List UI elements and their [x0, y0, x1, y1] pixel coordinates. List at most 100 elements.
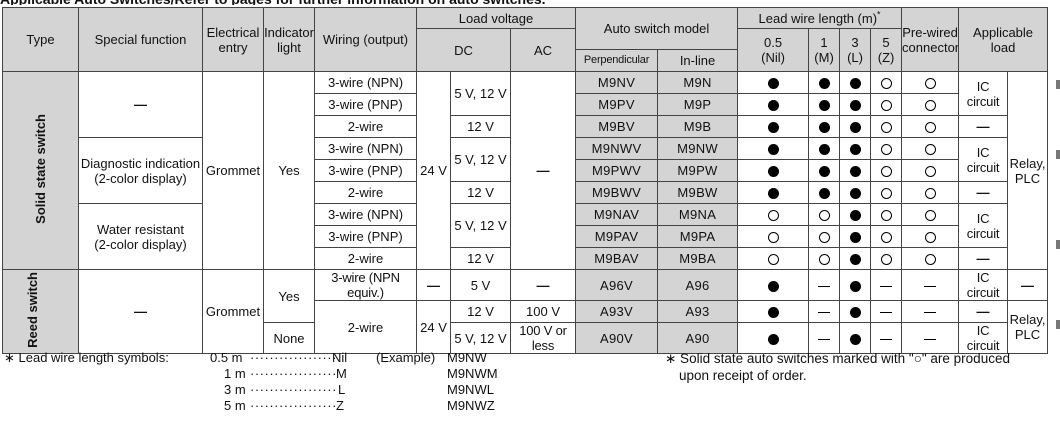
col-applicable-load: Applicable load [958, 7, 1049, 72]
lead-3m: 3 m [224, 382, 246, 397]
order-note-line-1: ∗ Solid state auto switches marked with … [665, 351, 1010, 366]
lw-05-cell [737, 247, 810, 270]
model-inline: M9NW [657, 137, 739, 160]
lw-3-cell [839, 269, 872, 301]
entry-cell: Grommet [202, 269, 264, 354]
lw-3-cell [839, 93, 872, 116]
prewired-cell [901, 159, 960, 182]
load-ic-cell: — [958, 115, 1009, 138]
ac-cell: — [509, 71, 577, 270]
filled-dot-icon [767, 166, 779, 178]
wiring-cell: 2-wire [314, 300, 417, 354]
edge-marker [1056, 150, 1060, 159]
open-circle-icon [818, 232, 830, 244]
col-dc: DC [416, 28, 511, 72]
filled-dot-icon [818, 100, 830, 112]
lw-3-cell [839, 225, 872, 248]
order-note-line-2: upon receipt of order. [679, 368, 807, 383]
filled-dot-icon [818, 122, 830, 134]
table-row: None 5 V, 12 V 100 V or less A90V A90 IC… [3, 322, 1048, 354]
open-circle-icon [924, 254, 936, 266]
open-circle-icon [924, 188, 936, 200]
lw-5-cell [870, 137, 903, 160]
lead-wire-symbols-title: ∗ Lead wire length symbols: [4, 350, 169, 365]
lw-5-cell [870, 93, 903, 116]
filled-dot-icon [767, 100, 779, 112]
dc-cell: 12 V [450, 300, 511, 323]
table-row: 2-wire 12 V M9BV M9B — [3, 115, 1048, 138]
wiring-cell: 3-wire (NPN) [314, 71, 417, 94]
entry-cell: Grommet [202, 71, 264, 270]
model-perpendicular: M9BV [575, 115, 659, 138]
open-circle-icon [880, 78, 892, 90]
ac-cell: 100 V [509, 300, 577, 323]
dash-mark [818, 312, 831, 314]
leader-dots: ·················· [250, 382, 337, 397]
load-ic-cell: IC circuit [958, 322, 1009, 354]
load-relay-cell: Relay, PLC [1007, 71, 1049, 270]
open-circle-icon [924, 210, 936, 222]
filled-dot-icon [767, 280, 779, 292]
col-auto-switch-model: Auto switch model [575, 7, 739, 50]
lw-3-cell [839, 115, 872, 138]
auto-switch-table: Type Special function Electrical entry I… [2, 7, 1049, 354]
model-perpendicular: M9BWV [575, 181, 659, 204]
lw-05-cell [737, 93, 810, 116]
open-circle-icon [880, 100, 892, 112]
lw-05-cell [737, 269, 810, 301]
dash-mark [880, 285, 893, 287]
col-type: Type [2, 7, 79, 72]
wiring-cell: 2-wire [314, 115, 417, 138]
group-reed: Reed switch [2, 269, 79, 354]
filled-dot-icon [849, 100, 861, 112]
wiring-cell: 3-wire (NPN) [314, 137, 417, 160]
open-circle-icon [767, 210, 779, 222]
edge-marker [1056, 320, 1060, 329]
lw-3-cell [839, 322, 872, 354]
open-circle-icon [924, 122, 936, 134]
load-relay-cell: Relay, PLC [1007, 300, 1049, 354]
example-1: M9NW [447, 350, 487, 365]
lw-05-cell [737, 159, 810, 182]
col-perpendicular: Perpendicular [575, 49, 659, 72]
lw-1-cell [808, 300, 841, 323]
leader-dots: ·················· [250, 366, 337, 381]
load-ic-cell: IC circuit [958, 203, 1009, 248]
indicator-cell: Yes [263, 71, 315, 270]
lw-5-cell [870, 203, 903, 226]
prewired-cell [901, 247, 960, 270]
open-circle-icon [818, 254, 830, 266]
prewired-cell [901, 225, 960, 248]
model-perpendicular: A93V [575, 300, 659, 323]
prewired-cell [901, 137, 960, 160]
dc-cell: 5 V, 12 V [450, 71, 511, 116]
lw-3-cell [839, 137, 872, 160]
model-inline: M9PW [657, 159, 739, 182]
lw-5-cell [870, 322, 903, 354]
edge-marker [1056, 240, 1060, 249]
dc-cell: 12 V [450, 181, 511, 204]
model-perpendicular: M9NWV [575, 137, 659, 160]
filled-dot-icon [849, 188, 861, 200]
dc-cell: 5 V [450, 269, 511, 301]
table-row: Reed switch — Grommet Yes 3-wire (NPN eq… [2, 269, 1049, 354]
lw-1-cell [808, 269, 841, 301]
prewired-cell [901, 300, 960, 323]
cropped-heading: Applicable Auto Switches/Refer to pages … [0, 0, 1060, 5]
leader-dots: ·················· [250, 398, 337, 413]
model-inline: M9PA [657, 225, 739, 248]
model-perpendicular: A90V [575, 322, 659, 354]
lw-05-cell [737, 71, 810, 94]
model-perpendicular: M9PV [575, 93, 659, 116]
lead-1m: 1 m [224, 366, 246, 381]
open-circle-icon [924, 232, 936, 244]
model-perpendicular: M9PAV [575, 225, 659, 248]
ac-cell: 100 V or less [509, 322, 577, 354]
open-circle-icon [818, 210, 830, 222]
model-inline: A93 [657, 300, 739, 323]
filled-dot-icon [849, 280, 861, 292]
lw-05-cell [737, 225, 810, 248]
lw-1-cell [808, 159, 841, 182]
filled-dot-icon [767, 122, 779, 134]
prewired-cell [901, 71, 960, 94]
